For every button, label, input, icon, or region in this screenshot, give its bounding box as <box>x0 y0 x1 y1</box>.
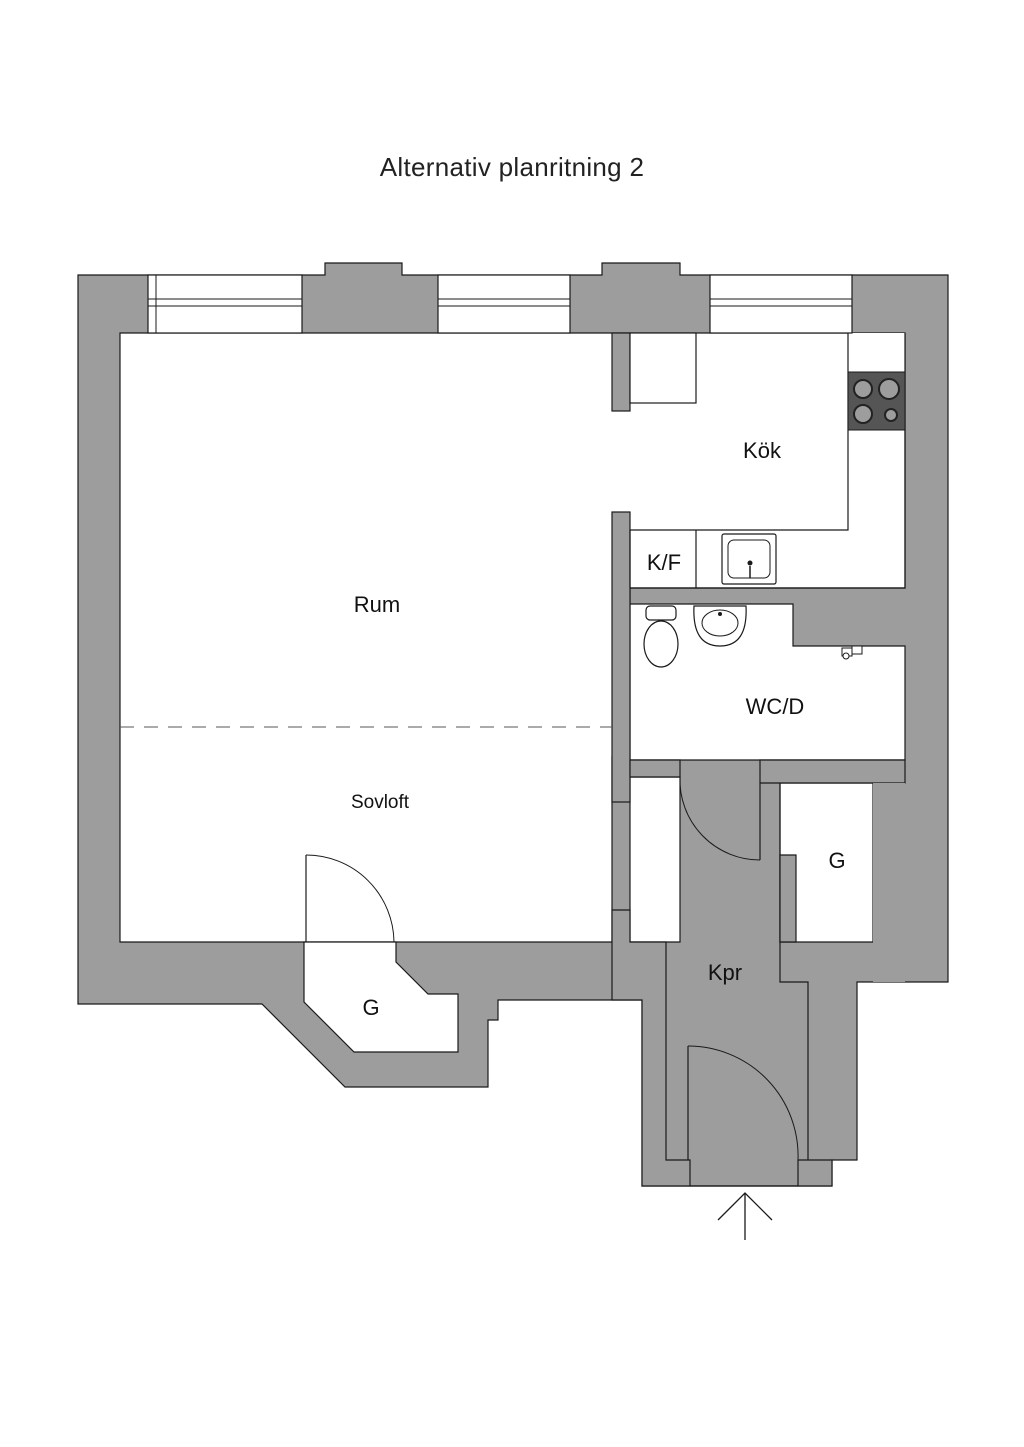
wall-segment <box>873 783 905 982</box>
wall-segment <box>611 909 691 1187</box>
wall-segment <box>611 332 631 412</box>
room-label-storage-right: G <box>828 848 845 873</box>
stove-icon <box>847 371 906 431</box>
room-label-kpr: Kpr <box>708 960 742 985</box>
room-label-kok: Kök <box>743 438 782 463</box>
shower-icon <box>841 645 863 660</box>
window-right <box>709 274 853 334</box>
wall-segment <box>629 759 681 778</box>
room-label-kf: K/F <box>647 550 681 575</box>
wall-segment <box>779 854 797 943</box>
room-label-rum: Rum <box>354 592 400 617</box>
room-label-wcd: WC/D <box>746 694 805 719</box>
window-middle <box>437 274 571 334</box>
window-left <box>147 274 303 334</box>
bathroom-door[interactable] <box>679 776 761 861</box>
storage-left-door[interactable] <box>305 854 395 943</box>
kitchen-cabinet <box>629 332 697 404</box>
storage-wall <box>303 941 459 1053</box>
room-label-sovloft: Sovloft <box>351 792 410 813</box>
wall-segment <box>848 333 905 372</box>
kitchen-sink-icon <box>721 533 777 585</box>
plan-title: Alternativ planritning 2 <box>379 152 645 182</box>
toilet-icon <box>643 605 679 668</box>
washbasin-icon <box>693 605 747 647</box>
exterior-walls <box>77 262 949 1187</box>
room-label-storage-left: G <box>362 995 379 1020</box>
entrance-door[interactable] <box>687 1045 799 1187</box>
kitchen-counter <box>629 333 906 589</box>
entrance-arrow-icon <box>717 1192 773 1240</box>
wall-segment <box>611 511 631 803</box>
